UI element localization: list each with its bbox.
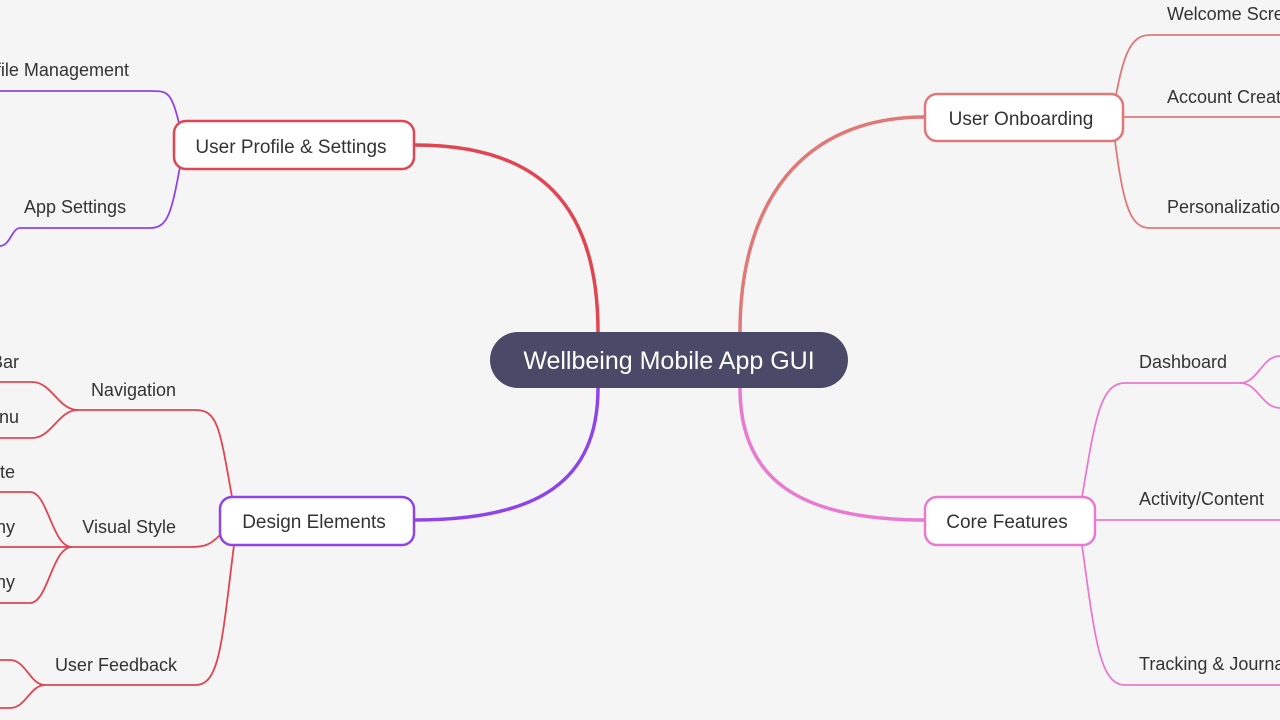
- branch-label-profile: User Profile & Settings: [195, 137, 386, 158]
- connector-nav-leaf-2: [0, 409, 79, 439]
- leaf-visual-style-1[interactable]: te: [0, 462, 15, 482]
- connector-feedback-leaf-2: [0, 684, 46, 709]
- connector-root-profile: [413, 143, 600, 334]
- branch-node-design[interactable]: Design Elements: [218, 495, 416, 547]
- branch-node-profile[interactable]: User Profile & Settings: [172, 119, 416, 171]
- topic-activity-content[interactable]: Activity/Content: [1139, 489, 1264, 509]
- topic-user-feedback[interactable]: User Feedback: [55, 655, 178, 675]
- leaf-navigation-2[interactable]: nu: [0, 407, 19, 427]
- branch-label-design: Design Elements: [242, 512, 386, 533]
- connector-nav-leaf-1: [0, 381, 79, 411]
- topic-tracking-journal[interactable]: Tracking & Journal: [1139, 654, 1280, 674]
- root-label: Wellbeing Mobile App GUI: [523, 347, 814, 375]
- connector-feedback-leaf-1: [0, 659, 46, 686]
- leaf-navigation-1[interactable]: Bar: [0, 352, 19, 372]
- topic-profile-management[interactable]: Profile Management: [0, 60, 129, 80]
- connector-dashboard-leaf-2: [1239, 382, 1280, 409]
- branch-label-onboarding: User Onboarding: [949, 109, 1094, 130]
- connector-visual-leaf-3: [0, 546, 73, 604]
- design-subtree: [0, 381, 235, 709]
- topic-welcome-screen[interactable]: Welcome Screen: [1167, 4, 1280, 24]
- connector-root-core: [738, 386, 927, 522]
- topic-dashboard[interactable]: Dashboard: [1139, 352, 1227, 372]
- root-node[interactable]: Wellbeing Mobile App GUI: [490, 332, 848, 388]
- connector-tracking-journal: [1081, 544, 1280, 686]
- connector-app-settings-leaf: [0, 227, 21, 247]
- topic-navigation[interactable]: Navigation: [91, 380, 176, 400]
- connector-dashboard: [1081, 382, 1240, 498]
- connector-root-onboarding: [738, 115, 927, 334]
- connector-dashboard-leaf-1: [1239, 355, 1280, 384]
- topic-account-creation[interactable]: Account Creation: [1167, 87, 1280, 107]
- connector-navigation: [78, 409, 233, 498]
- leaf-visual-style-3[interactable]: hy: [0, 572, 15, 592]
- connector-personalization: [1111, 116, 1280, 229]
- connector-root-design: [413, 386, 600, 522]
- core-subtree: [1081, 355, 1280, 686]
- connector-visual-style: [72, 534, 221, 548]
- leaf-visual-style-2[interactable]: hy: [0, 517, 15, 537]
- profile-subtree: [0, 90, 185, 247]
- root-connectors: [413, 115, 927, 522]
- topic-visual-style[interactable]: Visual Style: [82, 517, 176, 537]
- branch-node-onboarding[interactable]: User Onboarding: [923, 92, 1125, 143]
- branch-node-core[interactable]: Core Features: [923, 495, 1097, 547]
- connector-profile-management: [0, 90, 185, 146]
- topic-app-settings[interactable]: App Settings: [24, 197, 126, 217]
- branch-label-core: Core Features: [946, 512, 1067, 533]
- connector-visual-leaf-1: [0, 491, 73, 548]
- topic-personalization[interactable]: Personalization: [1167, 197, 1280, 217]
- connector-user-feedback: [45, 544, 235, 686]
